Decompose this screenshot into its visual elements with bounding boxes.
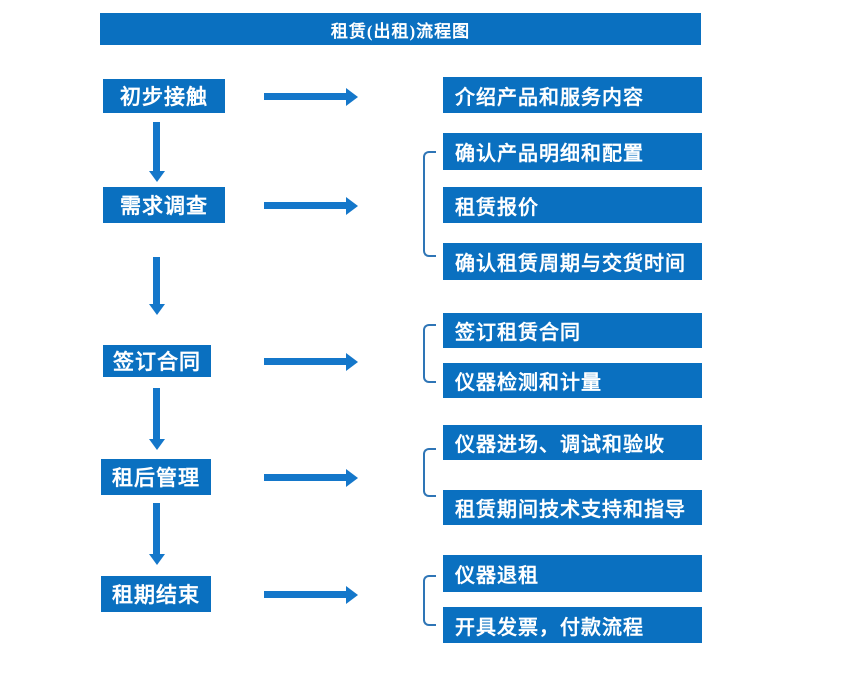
output-box-confirm-period-delivery: 确认租赁周期与交货时间	[443, 243, 702, 280]
arrow-down-2	[148, 257, 165, 315]
output-box-tech-support-guidance: 租赁期间技术支持和指导	[443, 490, 702, 525]
step-box-demand-survey: 需求调查	[103, 187, 225, 223]
output-box-confirm-product-details: 确认产品明细和配置	[443, 133, 702, 170]
output-box-invoice-payment: 开具发票，付款流程	[443, 607, 702, 643]
arrow-right-3	[264, 352, 358, 371]
flowchart-title: 租赁(出租)流程图	[100, 13, 701, 45]
step-box-sign-contract: 签订合同	[103, 345, 211, 377]
output-box-sign-rental-contract: 签订租赁合同	[443, 313, 702, 348]
bracket-group-5	[423, 575, 436, 626]
arrow-down-4	[148, 503, 165, 565]
step-box-post-rental-management: 租后管理	[101, 459, 211, 495]
step-box-rental-end: 租期结束	[101, 576, 211, 612]
step-box-initial-contact: 初步接触	[103, 79, 225, 113]
bracket-group-4	[423, 448, 436, 497]
arrow-right-5	[264, 585, 358, 604]
arrow-right-2	[264, 196, 358, 215]
output-box-rental-quote: 租赁报价	[443, 187, 702, 223]
arrow-right-1	[264, 87, 358, 106]
arrow-down-1	[148, 122, 165, 182]
bracket-group-3	[423, 324, 436, 383]
arrow-down-3	[148, 388, 165, 450]
output-box-instrument-return: 仪器退租	[443, 555, 702, 592]
output-box-instrument-testing: 仪器检测和计量	[443, 363, 702, 398]
output-box-instrument-setup-acceptance: 仪器进场、调试和验收	[443, 425, 702, 460]
arrow-right-4	[264, 468, 358, 487]
bracket-group-2	[423, 151, 436, 257]
output-box-intro-products-services: 介绍产品和服务内容	[443, 77, 702, 113]
